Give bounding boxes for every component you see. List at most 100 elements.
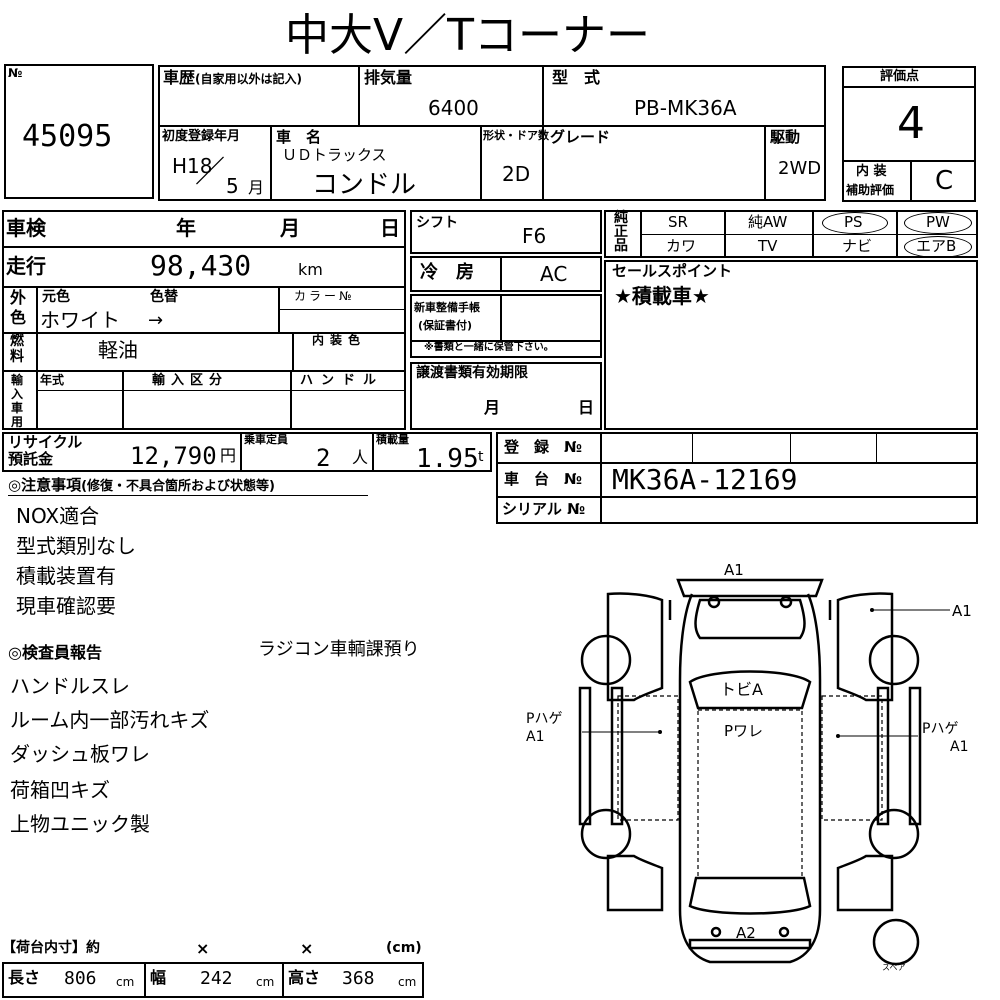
mileage-value: 98,430 xyxy=(150,249,252,282)
grade-label: グレード xyxy=(550,128,611,146)
drive-label: 駆動 xyxy=(770,128,801,146)
genuine-airbag-circle xyxy=(904,236,972,258)
genuine-pw: PW xyxy=(926,213,950,231)
body-doors-value: 2D xyxy=(502,162,531,186)
genuine-ps-circle xyxy=(822,212,888,234)
first-reg-month-unit: 月 xyxy=(248,178,265,197)
inspection-month: 月 xyxy=(280,216,300,240)
spare-tire xyxy=(872,918,920,966)
aircon-value: AC xyxy=(540,262,568,286)
damage-front: A1 xyxy=(724,561,744,579)
load-unit: t xyxy=(478,449,484,465)
registration-label: 登 録 № xyxy=(504,438,583,456)
cargo-height-cm: cm xyxy=(398,975,417,989)
chassis-label: 車 台 № xyxy=(504,470,583,488)
rear-window xyxy=(688,876,812,915)
mileage-unit: km xyxy=(298,260,323,279)
import-class-label: 輸入区分 xyxy=(152,373,229,388)
warranty-note: ※書類と一緒に保管下さい。 xyxy=(424,342,554,353)
color-side-1: 外 xyxy=(10,288,27,307)
lot-box xyxy=(4,64,154,199)
cargo-dimensions-row xyxy=(2,962,424,998)
genuine-aw: 純AW xyxy=(748,213,788,231)
left-front-wheel xyxy=(580,634,632,686)
fuel-side-1: 燃 xyxy=(10,333,24,349)
drive-value: 2WD xyxy=(778,158,822,179)
cargo-width-label: 幅 xyxy=(150,968,167,987)
right-rear-wheel xyxy=(868,808,920,860)
genuine-sr: SR xyxy=(668,213,688,231)
damage-center: Pワレ xyxy=(724,722,764,740)
cargo-length: 806 xyxy=(64,968,97,989)
left-rocker xyxy=(610,686,624,826)
car-body-outline xyxy=(678,593,822,964)
load-value: 1.95 xyxy=(416,444,479,474)
genuine-side-2: 品 xyxy=(614,238,628,254)
damage-rear: A2 xyxy=(736,924,756,942)
fuel-value: 軽油 xyxy=(98,338,138,362)
lot-number: 45095 xyxy=(22,119,113,154)
windshield xyxy=(688,670,812,710)
transfer-month: 月 xyxy=(484,398,501,417)
import-side-0: 輸 xyxy=(11,373,24,387)
genuine-side-0: 純 xyxy=(614,210,628,226)
transfer-label: 譲渡書類有効期限 xyxy=(416,365,528,381)
import-side-2: 車 xyxy=(11,401,24,415)
registration-grid xyxy=(496,432,978,524)
first-reg-era: H18 xyxy=(172,154,213,178)
aircon-box xyxy=(410,256,602,292)
genuine-navi: ナビ xyxy=(842,237,873,255)
cargo-x1: × xyxy=(196,939,210,958)
cargo-width-cm: cm xyxy=(256,975,275,989)
note-item: NOX適合 xyxy=(16,504,100,528)
inspector-side-note: ラジコン車輌課預り xyxy=(258,639,420,660)
first-reg-slash: ／ xyxy=(195,155,225,190)
shift-label: シフト xyxy=(416,215,458,231)
score-label: 評価点 xyxy=(880,69,920,84)
color-orig-label: 元色 xyxy=(42,289,70,305)
cargo-length-label: 長さ xyxy=(8,968,41,987)
first-reg-month: 5 xyxy=(226,174,239,198)
sales-point-value: ★積載車★ xyxy=(614,284,710,308)
cargo-height: 368 xyxy=(342,968,375,989)
damage-right-2: A1 xyxy=(950,739,969,755)
car-maker: ＵＤトラックス xyxy=(282,146,387,164)
capacity-unit: 人 xyxy=(352,448,369,467)
mileage-label: 走行 xyxy=(6,254,46,278)
import-side-1: 入 xyxy=(11,387,24,401)
genuine-ps: PS xyxy=(844,213,863,231)
genuine-leather: カワ xyxy=(666,237,697,255)
cargo-heading: 【荷台内寸】約 xyxy=(2,940,100,956)
inspection-year: 年 xyxy=(176,216,196,240)
cargo-length-cm: cm xyxy=(116,975,135,989)
color-side-2: 色 xyxy=(10,308,27,327)
color-change-label: 色替 xyxy=(150,289,178,305)
note-item: 積載装置有 xyxy=(16,564,116,588)
genuine-pw-circle xyxy=(904,212,972,234)
genuine-side-1: 正 xyxy=(614,224,628,240)
import-handle-label: ハンドル xyxy=(300,373,385,388)
note-item: 型式類別なし xyxy=(16,534,136,558)
warranty-box xyxy=(410,294,602,358)
damage-right-1: Pハゲ xyxy=(922,721,959,737)
fuel-side-2: 料 xyxy=(10,349,24,365)
color-code-label: カラー№ xyxy=(294,289,355,303)
inspector-item: 荷箱凹キズ xyxy=(10,778,110,802)
interior-value: C xyxy=(935,166,954,196)
vehicle-info-grid xyxy=(2,210,406,430)
left-door-top xyxy=(606,592,664,702)
first-reg-label: 初度登録年月 xyxy=(162,129,241,144)
inspector-item: 上物ユニック製 xyxy=(10,812,150,836)
right-rear-door xyxy=(836,854,894,912)
lot-label: № xyxy=(8,66,23,80)
transfer-box xyxy=(410,362,602,430)
score-box xyxy=(842,66,976,202)
left-rear-wheel xyxy=(580,808,632,860)
body-doors-label: 形状・ドア数 xyxy=(483,129,549,142)
right-cabin-area xyxy=(821,695,883,821)
transfer-day: 日 xyxy=(578,398,595,417)
interior-label-1: 内 装 xyxy=(856,164,887,179)
recycle-unit: 円 xyxy=(220,446,237,465)
recycle-row xyxy=(2,432,492,472)
warranty-label-2: (保証書付) xyxy=(418,319,473,332)
